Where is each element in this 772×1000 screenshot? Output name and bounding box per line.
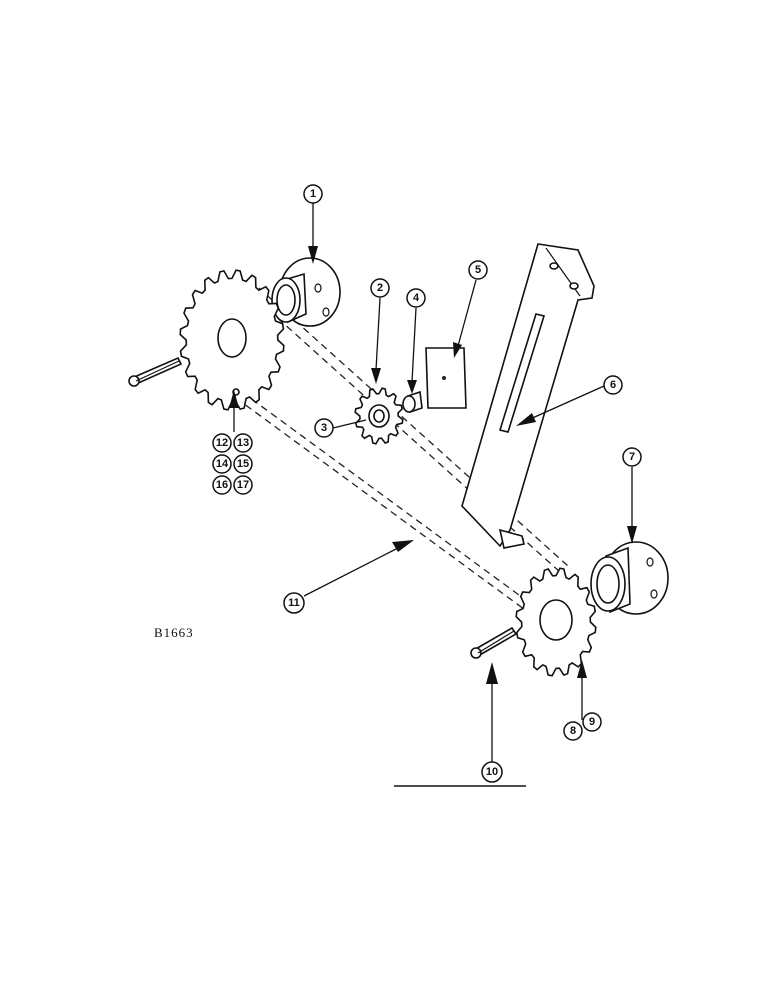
callout-1: 1 <box>303 184 323 204</box>
callout-11: 11 <box>283 592 305 614</box>
large-upper-sprocket <box>179 269 285 411</box>
callout-8: 8 <box>563 721 583 741</box>
lower-bearing-flange <box>590 541 669 615</box>
svg-text:13: 13 <box>237 437 249 449</box>
callout-16: 16 <box>212 475 232 495</box>
svg-text:1: 1 <box>310 188 316 200</box>
lower-cotter-pin <box>470 626 518 659</box>
callout-3: 3 <box>314 418 334 438</box>
callout-5: 5 <box>468 260 488 280</box>
svg-text:3: 3 <box>321 422 327 434</box>
callout-6: 6 <box>603 375 623 395</box>
svg-text:17: 17 <box>237 479 249 491</box>
callout-13: 13 <box>233 433 253 453</box>
svg-text:11: 11 <box>288 597 300 609</box>
svg-text:5: 5 <box>475 264 481 276</box>
callout-2: 2 <box>370 278 390 298</box>
svg-text:10: 10 <box>486 766 498 778</box>
svg-text:14: 14 <box>216 458 229 470</box>
svg-text:4: 4 <box>413 292 420 304</box>
callouts: 1 2 3 4 5 6 7 8 <box>212 184 642 783</box>
svg-text:12: 12 <box>216 437 228 449</box>
callout-7: 7 <box>622 447 642 467</box>
callout-17: 17 <box>233 475 253 495</box>
callout-10: 10 <box>481 761 503 783</box>
svg-text:8: 8 <box>570 725 576 737</box>
lower-sprocket <box>515 567 597 677</box>
upper-cotter-pin <box>128 356 183 387</box>
upper-bearing-flange <box>271 257 341 327</box>
svg-text:7: 7 <box>629 451 635 463</box>
callout-4: 4 <box>406 288 426 308</box>
svg-text:9: 9 <box>589 716 595 728</box>
spacer-bushing <box>402 390 423 414</box>
leader-lines <box>229 203 637 762</box>
idler-sprocket <box>354 387 404 445</box>
svg-text:6: 6 <box>610 379 616 391</box>
tensioner-bracket <box>461 243 595 549</box>
drawing-number: B1663 <box>154 625 194 640</box>
square-plate <box>425 347 467 409</box>
callout-14: 14 <box>212 454 232 474</box>
svg-text:16: 16 <box>216 479 228 491</box>
callout-15: 15 <box>233 454 253 474</box>
svg-text:15: 15 <box>237 458 249 470</box>
roller-chain <box>235 279 569 613</box>
callout-12: 12 <box>212 433 232 453</box>
callout-9: 9 <box>582 712 602 732</box>
svg-text:2: 2 <box>377 282 383 294</box>
